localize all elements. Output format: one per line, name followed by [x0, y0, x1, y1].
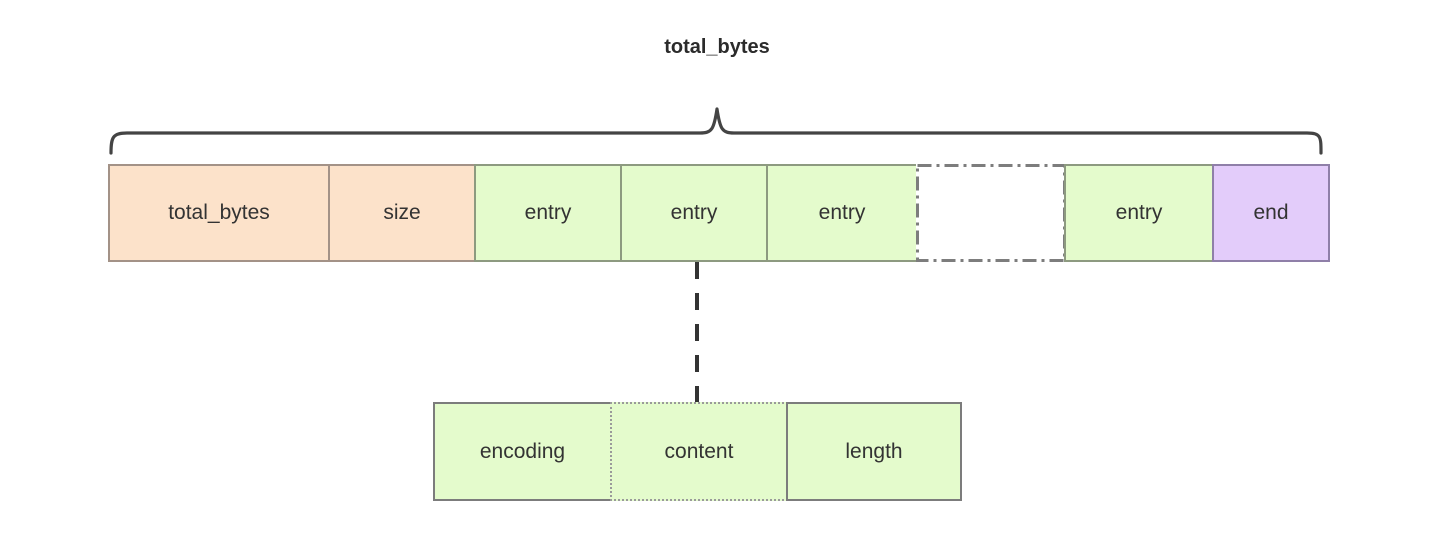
detail-cell-encoding[interactable]: encoding	[433, 402, 612, 501]
cell-label: entry	[524, 201, 572, 224]
detail-cell-length[interactable]: length	[786, 402, 962, 501]
cell-end[interactable]: end	[1212, 164, 1330, 262]
detail-cell-label: length	[845, 439, 903, 463]
span-brace-icon	[109, 107, 1323, 155]
cell-ellipsis-gap	[916, 164, 1066, 262]
cell-size[interactable]: size	[328, 164, 476, 262]
cell-total-bytes[interactable]: total_bytes	[108, 164, 330, 262]
cell-label: total_bytes	[168, 201, 270, 224]
cell-label: end	[1253, 201, 1289, 224]
cell-entry-2[interactable]: entry	[620, 164, 768, 262]
entry-structure-detail: encoding content length	[433, 402, 962, 501]
cell-entry-1[interactable]: entry	[474, 164, 622, 262]
detail-cell-label: encoding	[479, 439, 566, 463]
dash-dot-outline-icon	[916, 164, 1066, 262]
cell-entry-last[interactable]: entry	[1064, 164, 1214, 262]
brace-label-total-bytes: total_bytes	[664, 36, 770, 58]
cell-label: size	[383, 201, 421, 224]
cell-label: entry	[818, 201, 866, 224]
entry-detail-connector-line	[695, 262, 699, 402]
ziplist-byte-strip: total_bytes size entry entry entry entry…	[108, 164, 1330, 262]
cell-entry-3[interactable]: entry	[766, 164, 918, 262]
cell-label: entry	[1115, 201, 1163, 224]
cell-label: entry	[670, 201, 718, 224]
detail-cell-content[interactable]: content	[610, 402, 788, 501]
detail-cell-label: content	[664, 439, 734, 463]
